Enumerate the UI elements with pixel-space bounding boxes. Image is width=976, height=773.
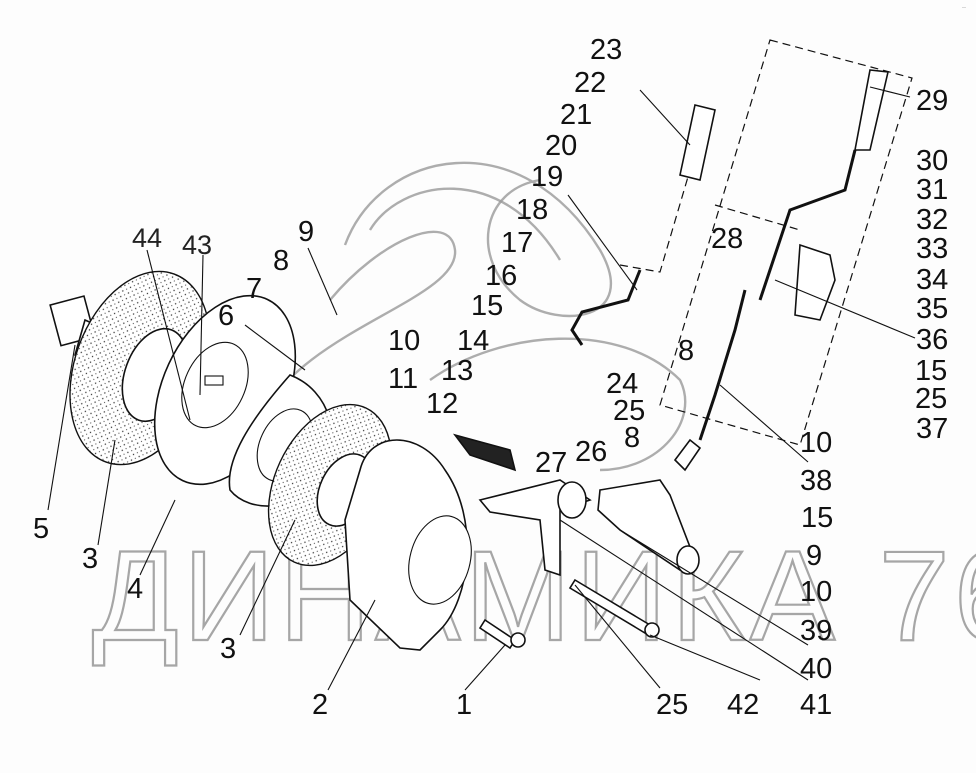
callout-c26: 26 [575, 436, 607, 468]
callout-c33: 33 [916, 233, 948, 265]
callout-c41: 41 [800, 689, 832, 721]
callout-c17: 17 [501, 227, 533, 259]
cam-spring [452, 433, 517, 472]
callout-c29: 29 [916, 85, 948, 117]
callout-labels: 1233456788899101010111213141515151617181… [33, 34, 948, 721]
callout-c35: 35 [916, 293, 948, 325]
callout-c12: 12 [426, 388, 458, 420]
callout-c3b: 3 [220, 633, 236, 665]
leader-lines [47, 86, 916, 691]
callout-c42: 42 [727, 689, 759, 721]
callout-c9a: 9 [298, 216, 314, 248]
callout-c44: 44 [132, 223, 162, 253]
brake-housing [344, 439, 472, 651]
callout-c19: 19 [531, 161, 563, 193]
callout-c31: 31 [916, 174, 948, 206]
pedal-lever [597, 479, 700, 575]
callout-c40: 40 [800, 653, 832, 685]
grip-23 [679, 104, 716, 181]
rod-19 [570, 269, 642, 346]
bolt-42 [568, 578, 660, 638]
callout-c38: 38 [800, 465, 832, 497]
watermark-logo [258, 161, 687, 472]
callout-c16: 16 [485, 260, 517, 292]
callout-c14: 14 [457, 325, 489, 357]
callout-c10c: 10 [800, 576, 832, 608]
callout-c8b: 8 [624, 422, 640, 454]
callout-c9b: 9 [806, 540, 822, 572]
callout-c20: 20 [545, 130, 577, 162]
callout-c18: 18 [516, 194, 548, 226]
callout-c7: 7 [246, 273, 262, 305]
callout-c8a: 8 [273, 245, 289, 277]
cam-lever-bracket [478, 479, 592, 577]
callout-c15c: 15 [801, 502, 833, 534]
callout-c21: 21 [560, 99, 592, 131]
callout-c25b: 25 [915, 383, 947, 415]
callout-c34: 34 [916, 264, 948, 296]
callout-c25a: 25 [613, 395, 645, 427]
bolt-1 [478, 618, 526, 650]
callout-c37: 37 [916, 413, 948, 445]
bracket-33 [794, 243, 836, 321]
callout-c25c: 25 [656, 689, 688, 721]
callout-c43: 43 [182, 230, 212, 260]
callout-c39: 39 [800, 615, 832, 647]
callout-c24: 24 [606, 368, 638, 400]
callout-c6: 6 [218, 300, 234, 332]
corner-mark: ·· [962, 5, 966, 11]
group-box-bracket [714, 204, 801, 231]
callout-c3a: 3 [82, 543, 98, 575]
group-box-handle [659, 39, 913, 446]
callout-c8c: 8 [678, 335, 694, 367]
callout-c27: 27 [535, 447, 567, 479]
callout-c15b: 15 [915, 355, 947, 387]
group-box-grip [619, 169, 691, 273]
callout-c2: 2 [312, 689, 328, 721]
callout-c11: 11 [388, 363, 418, 395]
callout-c1: 1 [456, 689, 472, 721]
callout-c23: 23 [590, 34, 622, 66]
callout-c10a: 10 [388, 325, 420, 357]
callout-c22: 22 [574, 67, 606, 99]
callout-c4: 4 [127, 573, 143, 605]
callout-c36: 36 [916, 324, 948, 356]
callout-c30: 30 [916, 145, 948, 177]
linkage-rod-38 [673, 289, 747, 472]
callout-c28: 28 [711, 223, 743, 255]
callout-c13: 13 [441, 355, 473, 387]
watermark-text: ДИНАМИКА 76 [92, 525, 976, 668]
callout-c15a: 15 [471, 290, 503, 322]
callout-c5: 5 [33, 513, 49, 545]
callout-c10b: 10 [800, 427, 832, 459]
callout-c32: 32 [916, 204, 948, 236]
